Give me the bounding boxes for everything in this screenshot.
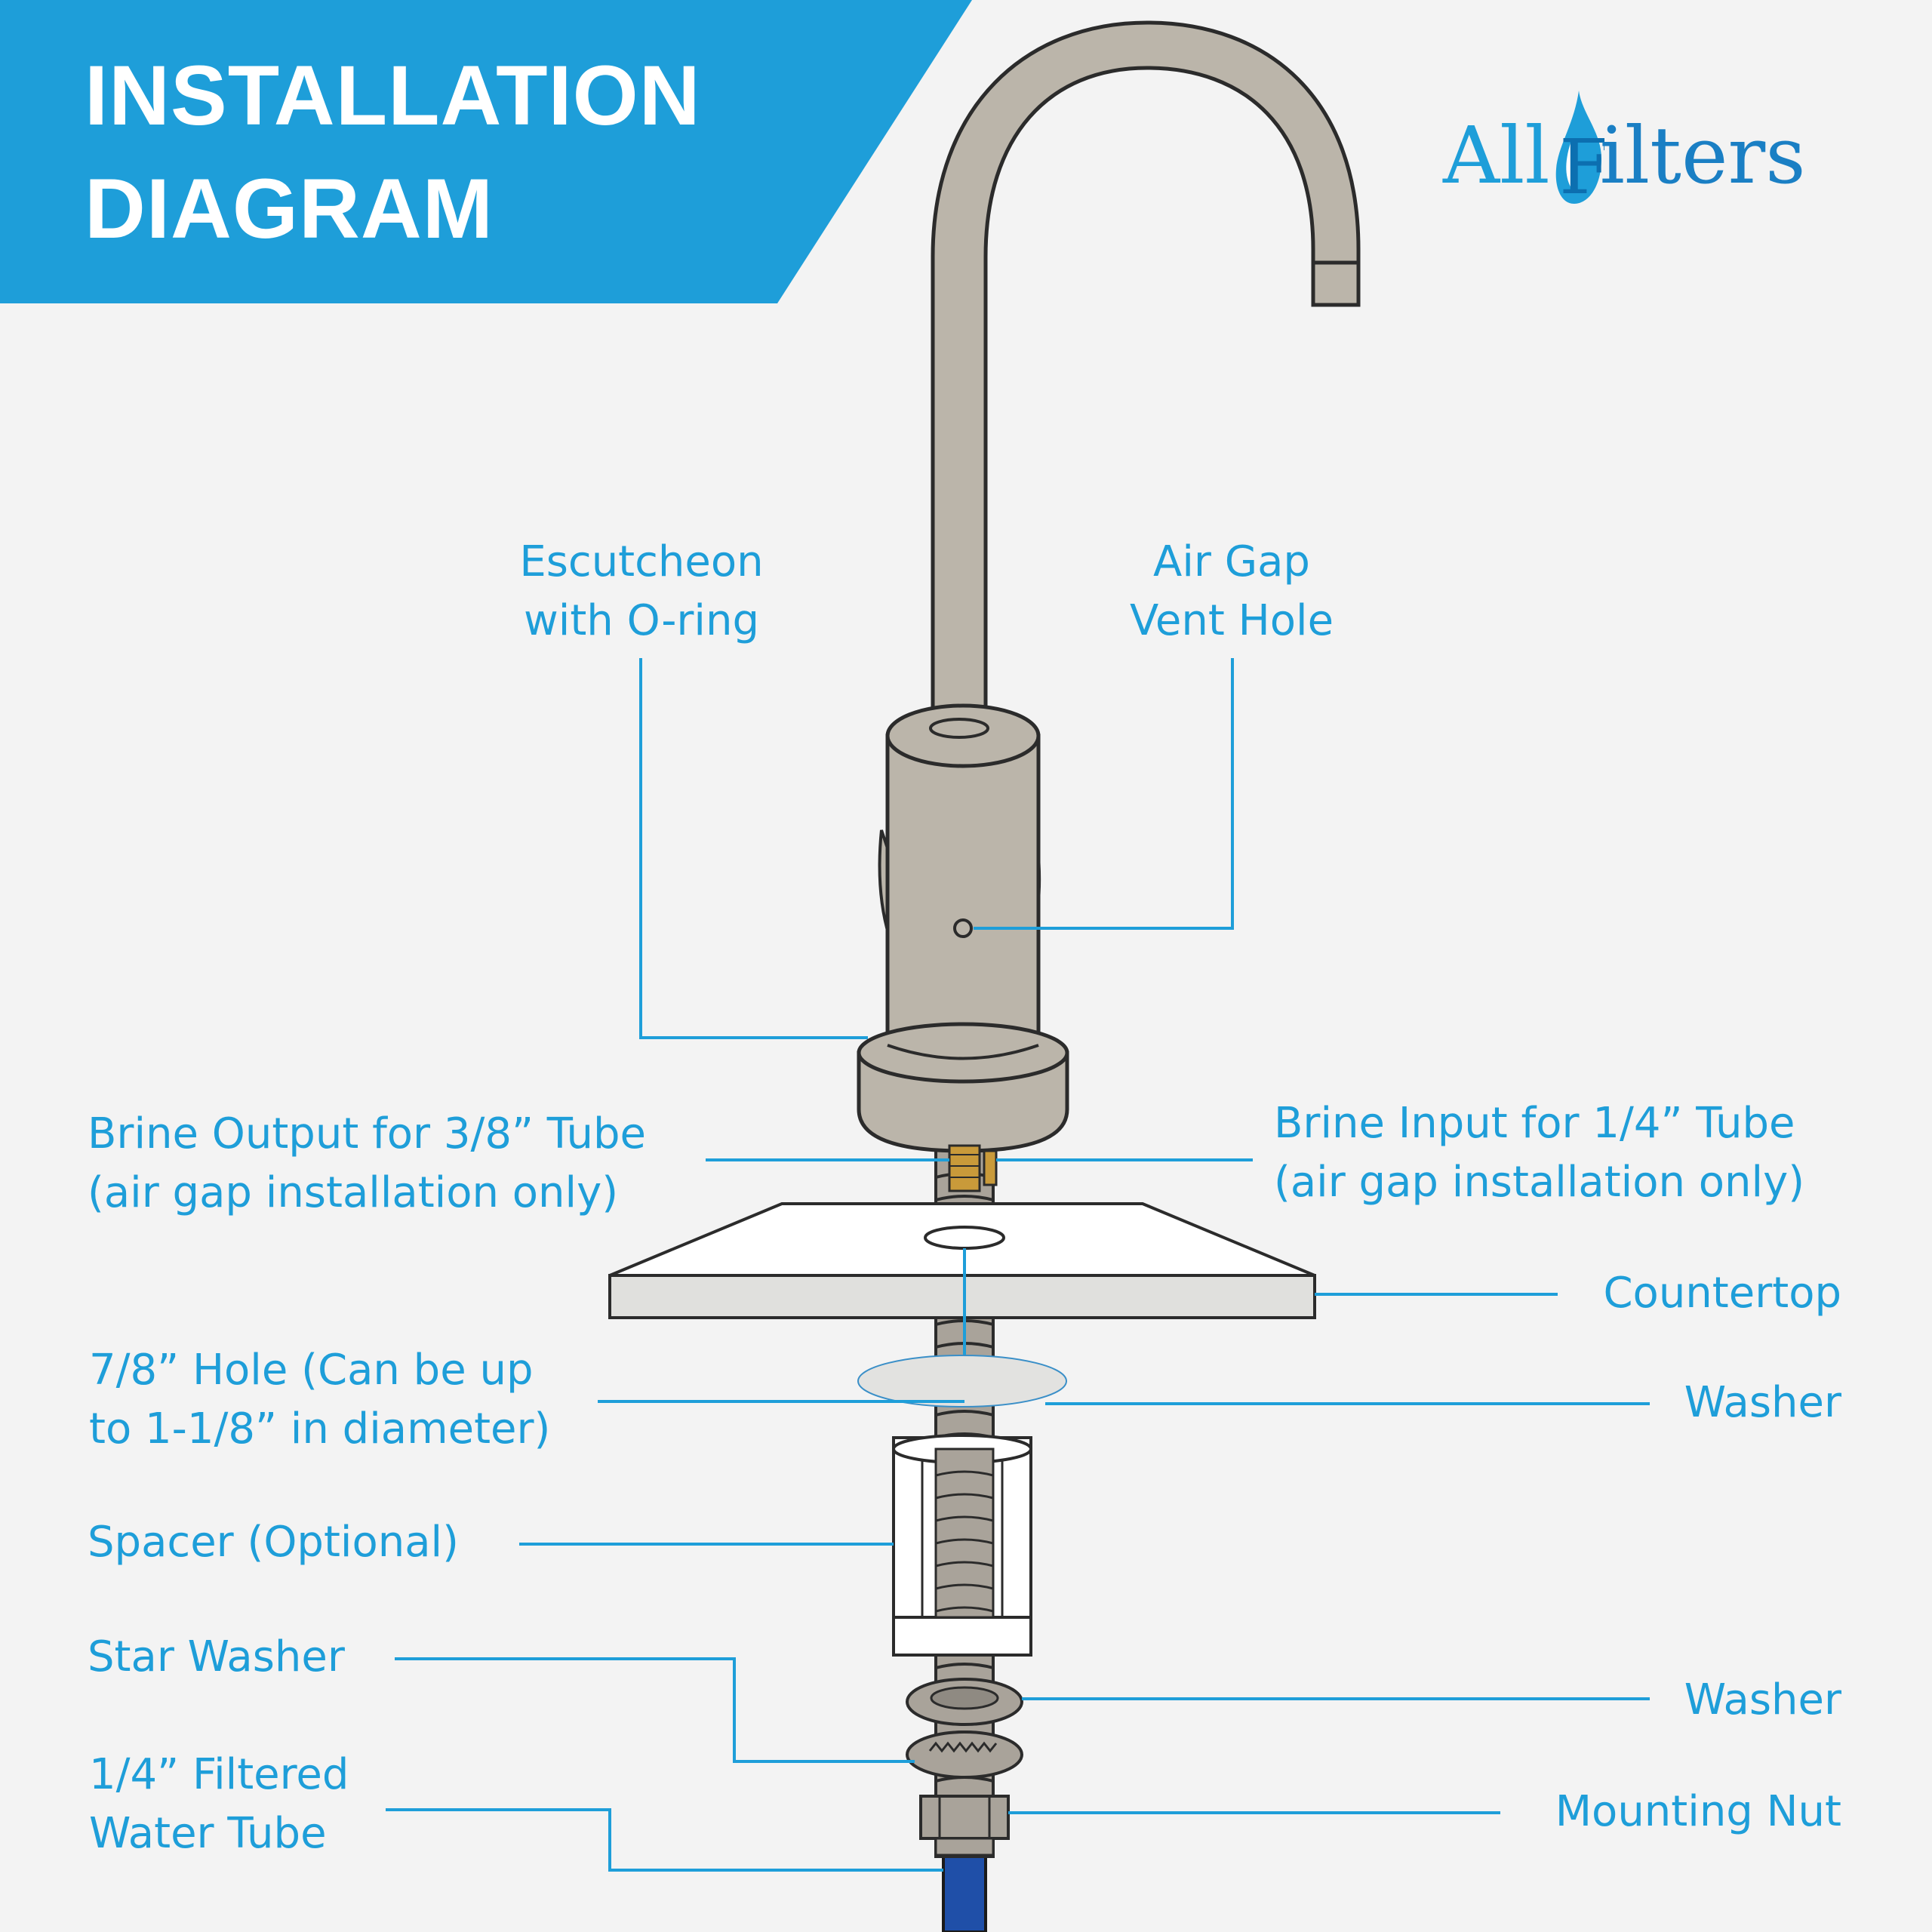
title-line-1: INSTALLATION xyxy=(85,48,701,143)
brine-fittings xyxy=(948,1144,998,1192)
label-hole: 7/8” Hole (Can be up to 1-1/8” in diamet… xyxy=(89,1341,550,1459)
title-banner xyxy=(0,0,972,303)
label-escutcheon: Escutcheon with O-ring xyxy=(491,533,792,651)
countertop xyxy=(608,1202,1316,1400)
label-air-gap-line2: Vent Hole xyxy=(1129,596,1334,645)
label-hole-line1: 7/8” Hole (Can be up xyxy=(89,1346,534,1395)
label-escutcheon-line2: with O-ring xyxy=(523,596,760,645)
label-brine-output-line1: Brine Output for 3/8” Tube xyxy=(88,1109,647,1158)
label-countertop: Countertop xyxy=(1603,1269,1841,1318)
label-washer-top: Washer xyxy=(1684,1378,1841,1427)
label-brine-output: Brine Output for 3/8” Tube (air gap inst… xyxy=(88,1105,646,1223)
logo-text-right: ilters xyxy=(1599,109,1806,202)
label-filtered-tube-line2: Water Tube xyxy=(89,1809,327,1858)
top-washer xyxy=(857,1355,1067,1407)
page-title: INSTALLATION DIAGRAM xyxy=(85,39,701,266)
spacer xyxy=(892,1434,1032,1657)
label-washer-bottom: Washer xyxy=(1684,1675,1841,1724)
svg-text:F: F xyxy=(1559,123,1604,211)
title-line-2: DIAGRAM xyxy=(85,162,494,256)
water-drop-icon: F xyxy=(1552,91,1611,233)
filtered-water-tube xyxy=(942,1847,987,1932)
label-mounting-nut: Mounting Nut xyxy=(1555,1787,1841,1836)
label-brine-input: Brine Input for 1/4” Tube (air gap insta… xyxy=(1274,1094,1804,1212)
bottom-washer xyxy=(906,1678,1023,1726)
spout-tip xyxy=(1311,260,1361,307)
label-brine-output-line2: (air gap installation only) xyxy=(88,1168,619,1217)
label-hole-line2: to 1-1/8” in diameter) xyxy=(89,1404,551,1454)
faucet-spout xyxy=(931,20,1361,746)
label-air-gap: Air Gap Vent Hole xyxy=(1081,533,1383,651)
label-air-gap-line1: Air Gap xyxy=(1153,537,1310,586)
air-gap-vent-hole xyxy=(953,918,973,938)
label-filtered-tube-line1: 1/4” Filtered xyxy=(89,1750,349,1799)
logo-text-left: All xyxy=(1443,109,1550,202)
label-filtered-tube: 1/4” Filtered Water Tube xyxy=(89,1746,349,1863)
mounting-nut xyxy=(919,1795,1010,1857)
label-brine-input-line1: Brine Input for 1/4” Tube xyxy=(1274,1099,1795,1148)
label-star-washer: Star Washer xyxy=(88,1632,345,1681)
star-washer xyxy=(906,1730,1023,1779)
label-escutcheon-line1: Escutcheon xyxy=(519,537,764,586)
faucet-body xyxy=(878,703,1041,1048)
label-brine-input-line2: (air gap installation only) xyxy=(1274,1158,1805,1207)
escutcheon xyxy=(857,1022,1069,1153)
leader-lines xyxy=(386,658,1650,1872)
label-spacer: Spacer (Optional) xyxy=(88,1518,459,1567)
